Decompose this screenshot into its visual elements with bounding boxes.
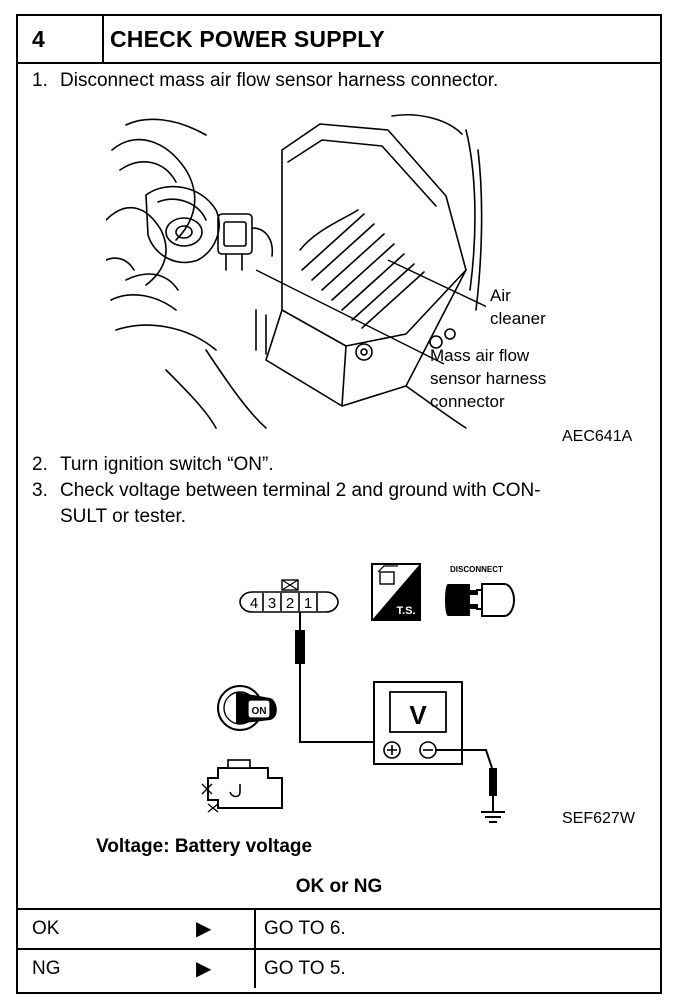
figure-1-code: AEC641A [562, 428, 633, 445]
disconnect-label: DISCONNECT [450, 565, 503, 574]
maf-connector-callout-line: Mass air flow [430, 346, 530, 365]
terminal-2-label: 2 [286, 595, 294, 612]
negative-test-probe [436, 749, 505, 823]
voltmeter-label: V [409, 700, 427, 730]
disconnect-icon: DISCONNECT [445, 565, 516, 617]
engine-bay-illustration [106, 114, 486, 429]
figure-2-code: SEF627W [562, 810, 635, 827]
maf-connector-callout: Mass air flow sensor harness connector [430, 344, 546, 413]
harness-connector: 4 3 2 1 [239, 579, 339, 613]
positive-test-probe [295, 612, 374, 743]
maf-connector-callout-line: sensor harness [430, 369, 547, 388]
arrow-right-icon: ▶ [196, 958, 212, 980]
result-action: GO TO 5. [264, 958, 346, 979]
engine-icon [201, 759, 283, 813]
maf-connector-callout-line: connector [430, 392, 505, 411]
ground-icon [481, 811, 505, 823]
step-title: CHECK POWER SUPPLY [110, 26, 385, 52]
air-cleaner-callout: Air cleaner [490, 284, 546, 330]
ts-label: T.S. [397, 605, 416, 617]
result-row-ng: NG ▶ GO TO 5. [18, 948, 660, 988]
result-heading: OK or NG [295, 876, 383, 897]
result-label: OK [32, 918, 60, 939]
terminal-1-label: 1 [304, 595, 312, 612]
arrow-right-icon: ▶ [196, 918, 212, 940]
air-cleaner-callout-line: cleaner [490, 309, 546, 328]
terminal-3-label: 3 [268, 595, 276, 612]
step-2-number: 2. [32, 454, 48, 475]
step-number: 4 [18, 16, 104, 62]
terminal-4-label: 4 [250, 595, 258, 612]
step-1-text: Disconnect mass air flow sensor harness … [60, 70, 499, 91]
voltmeter: V [373, 681, 463, 765]
result-action: GO TO 6. [264, 918, 346, 939]
air-cleaner-callout-line: Air [490, 286, 511, 305]
result-row-ok: OK ▶ GO TO 6. [18, 908, 660, 948]
column-divider [254, 950, 256, 988]
ignition-on-label: ON [252, 706, 267, 717]
step-3-text-line-1: Check voltage between terminal 2 and gro… [60, 480, 541, 501]
result-label: NG [32, 958, 61, 979]
column-divider [254, 910, 256, 948]
step-1-number: 1. [32, 70, 48, 91]
voltage-check-diagram: 4 3 2 1 V [201, 563, 516, 823]
step-2-text: Turn ignition switch “ON”. [60, 454, 274, 475]
ts-service-icon: T.S. [371, 563, 421, 621]
voltage-specification: Voltage: Battery voltage [96, 836, 313, 857]
step-header: 4 CHECK POWER SUPPLY [18, 16, 660, 64]
ignition-key-icon: ON [217, 685, 277, 731]
step-3-number: 3. [32, 480, 48, 501]
procedure-frame: 4 CHECK POWER SUPPLY 1. Disconnect mass … [16, 14, 662, 994]
step-3-text-line-2: SULT or tester. [60, 506, 187, 527]
